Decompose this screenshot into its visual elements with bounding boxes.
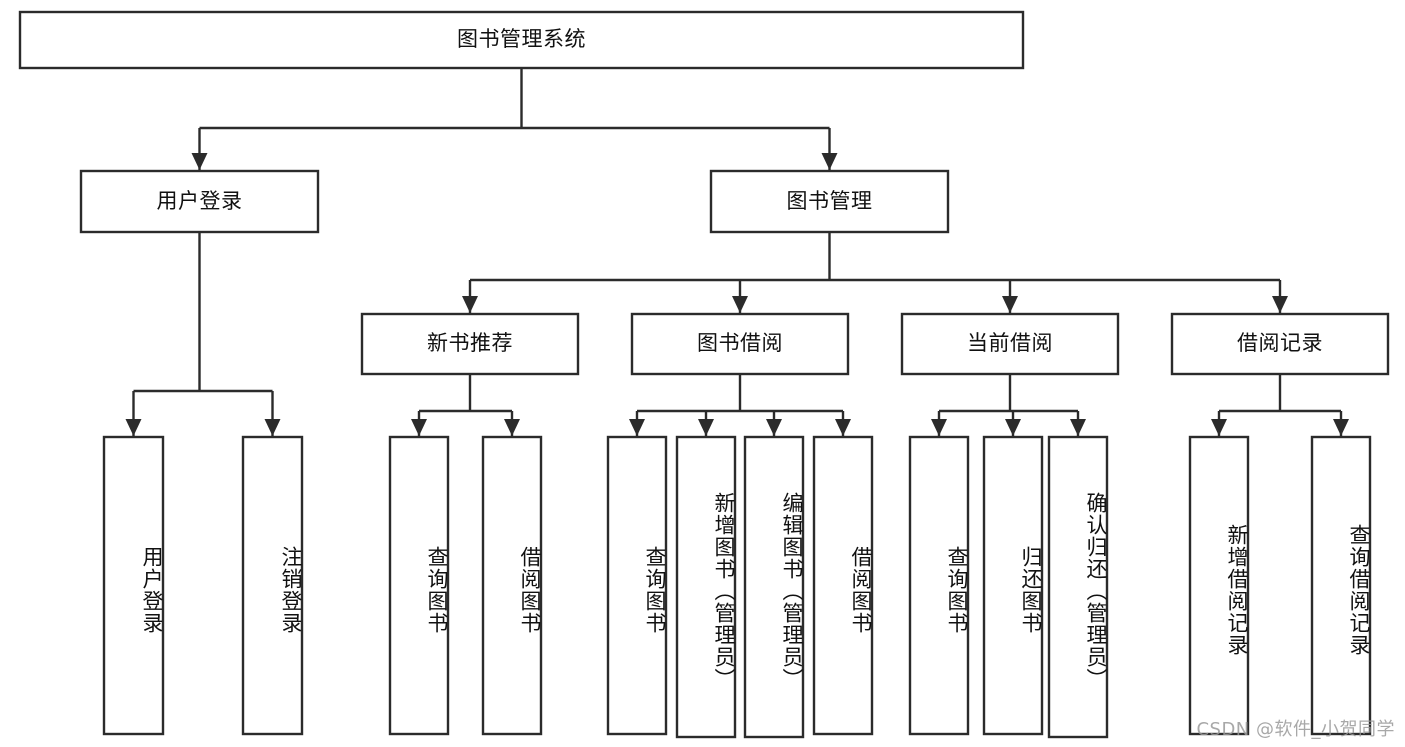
arrowhead-leaf-logout [264, 419, 281, 436]
node-new-book-rec[interactable] [362, 314, 578, 374]
arrowhead-book-manage [821, 153, 838, 170]
arrowhead-leaf-edit-book [766, 419, 782, 436]
node-box-leaf-query-book-c[interactable] [908, 435, 970, 736]
node-book-manage[interactable] [711, 171, 948, 232]
connectors-layer [125, 68, 1349, 436]
node-box-leaf-query-record[interactable] [1310, 435, 1372, 736]
node-box-leaf-logout[interactable] [241, 435, 304, 736]
node-leaf-edit-book[interactable] [745, 437, 803, 737]
node-box-user-login[interactable] [79, 169, 320, 234]
node-leaf-logout[interactable] [243, 437, 302, 734]
arrowhead-new-book-rec [462, 296, 478, 313]
node-box-root[interactable] [18, 10, 1025, 70]
node-leaf-query-book-rec[interactable] [390, 437, 448, 734]
node-root[interactable] [20, 12, 1023, 68]
node-box-book-manage[interactable] [709, 169, 950, 234]
node-leaf-query-record[interactable] [1312, 437, 1370, 734]
arrowhead-leaf-return-book [1005, 419, 1021, 436]
node-leaf-user-login[interactable] [104, 437, 163, 734]
node-box-leaf-borrow-book-rec[interactable] [481, 435, 543, 736]
arrowhead-current-borrow [1002, 296, 1018, 313]
node-leaf-borrow-book-b[interactable] [814, 437, 872, 734]
node-leaf-query-book-c[interactable] [910, 437, 968, 734]
node-box-leaf-query-book-b[interactable] [606, 435, 668, 736]
node-box-leaf-add-book[interactable] [675, 435, 737, 739]
arrowhead-leaf-query-book-rec [411, 419, 427, 436]
node-current-borrow[interactable] [902, 314, 1118, 374]
node-box-book-borrow[interactable] [630, 312, 850, 376]
node-box-leaf-confirm-return[interactable] [1047, 435, 1109, 739]
node-borrow-record[interactable] [1172, 314, 1388, 374]
node-box-current-borrow[interactable] [900, 312, 1120, 376]
node-leaf-return-book[interactable] [984, 437, 1042, 734]
arrowhead-leaf-query-book-c [931, 419, 947, 436]
arrowhead-leaf-user-login [125, 419, 142, 436]
arrowhead-leaf-query-book-b [629, 419, 645, 436]
node-boxes-layer [18, 10, 1390, 739]
node-box-leaf-edit-book[interactable] [743, 435, 805, 739]
arrowhead-leaf-add-record [1211, 419, 1227, 436]
arrowhead-book-borrow [732, 296, 748, 313]
node-leaf-add-record[interactable] [1190, 437, 1248, 734]
node-box-leaf-query-book-rec[interactable] [388, 435, 450, 736]
node-user-login[interactable] [81, 171, 318, 232]
node-book-borrow[interactable] [632, 314, 848, 374]
node-box-new-book-rec[interactable] [360, 312, 580, 376]
arrowhead-leaf-borrow-book-b [835, 419, 851, 436]
node-box-leaf-user-login[interactable] [102, 435, 165, 736]
arrowhead-leaf-add-book [698, 419, 714, 436]
node-box-leaf-borrow-book-b[interactable] [812, 435, 874, 736]
arrowhead-leaf-borrow-book-rec [504, 419, 520, 436]
node-leaf-confirm-return[interactable] [1049, 437, 1107, 737]
node-box-leaf-add-record[interactable] [1188, 435, 1250, 736]
arrowhead-borrow-record [1272, 296, 1288, 313]
arrowhead-leaf-query-record [1333, 419, 1349, 436]
node-leaf-borrow-book-rec[interactable] [483, 437, 541, 734]
node-box-borrow-record[interactable] [1170, 312, 1390, 376]
arrowhead-user-login [191, 153, 208, 170]
arrowhead-leaf-confirm-return [1070, 419, 1086, 436]
node-box-leaf-return-book[interactable] [982, 435, 1044, 736]
node-leaf-query-book-b[interactable] [608, 437, 666, 734]
node-leaf-add-book[interactable] [677, 437, 735, 737]
